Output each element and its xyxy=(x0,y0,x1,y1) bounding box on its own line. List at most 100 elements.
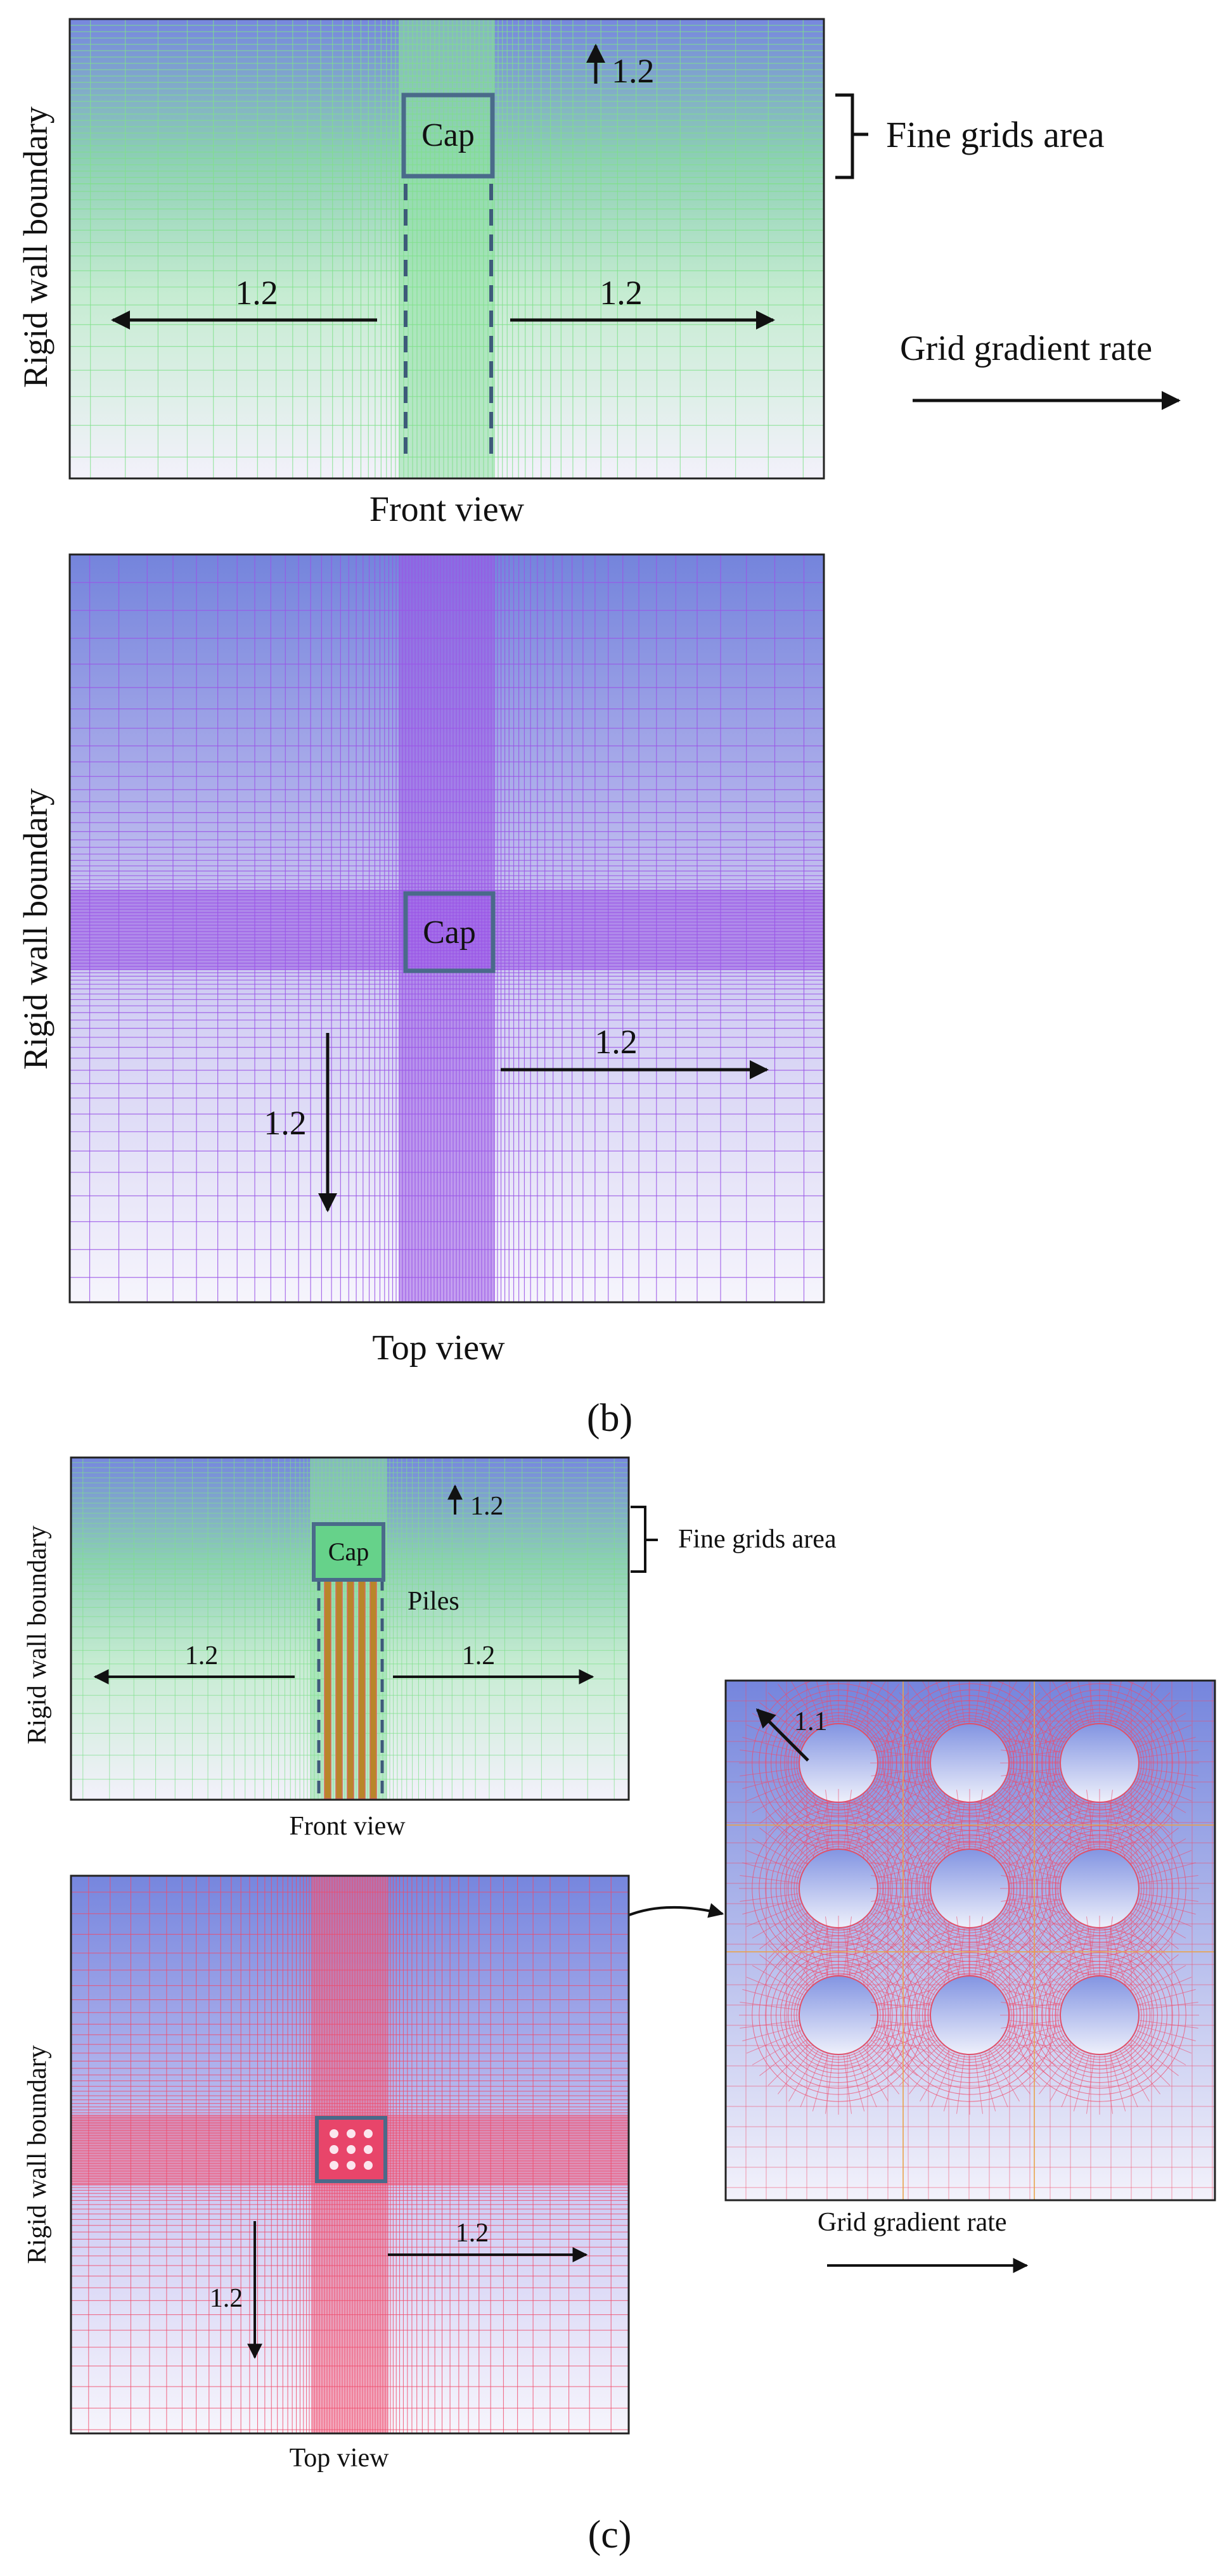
mesh-line xyxy=(883,1838,935,1869)
mesh-line xyxy=(858,1681,887,1728)
mesh-line xyxy=(873,1965,925,1996)
front-view-border xyxy=(68,18,825,480)
mesh-line xyxy=(980,2054,996,2111)
mesh-line xyxy=(883,1783,935,1813)
mesh-line xyxy=(998,2043,1041,2086)
mesh-line xyxy=(1115,1796,1138,1852)
pile-dots xyxy=(330,2129,373,2170)
mesh-line xyxy=(871,2002,930,2011)
mesh-line xyxy=(1140,1750,1198,1759)
mesh-line xyxy=(985,1923,1008,1978)
mesh-line xyxy=(1134,1908,1186,1938)
mesh-line xyxy=(1013,1713,1065,1743)
mesh-line xyxy=(1005,1838,1056,1869)
mesh-line xyxy=(1119,1802,1150,1854)
mesh-line xyxy=(943,1802,960,1859)
mesh-line xyxy=(871,1893,930,1902)
mesh-line xyxy=(877,1778,933,1802)
mesh-line xyxy=(1110,2054,1126,2111)
fine-grids-brace xyxy=(631,1506,658,1573)
mesh-line xyxy=(746,1778,802,1802)
mesh-line xyxy=(759,1828,807,1864)
mesh-line xyxy=(947,1681,960,1724)
mesh-line xyxy=(790,1681,819,1728)
mesh-line xyxy=(1039,1936,1076,1983)
pile-3 xyxy=(347,1579,354,1799)
mesh-line xyxy=(858,1928,889,1980)
mesh-line xyxy=(1050,2050,1080,2102)
c-front-caption: Front view xyxy=(289,1812,406,1841)
mesh-line xyxy=(742,2025,800,2042)
mesh-line xyxy=(1131,1954,1179,1991)
mesh-line xyxy=(812,1792,828,1850)
detail-rate-label: 1.1 xyxy=(794,1707,828,1736)
mesh-line xyxy=(800,1796,823,1852)
mesh-line xyxy=(985,1796,1008,1852)
mesh-line xyxy=(1115,1923,1138,1978)
mesh-line xyxy=(1013,1783,1065,1813)
mesh-line xyxy=(1029,1692,1072,1735)
b-top-side-label: Rigid wall boundary xyxy=(16,788,55,1070)
mesh-line xyxy=(1110,1681,1122,1724)
mesh-line xyxy=(1086,1916,1095,1975)
mesh-line xyxy=(740,1875,799,1884)
mesh-line xyxy=(778,1809,814,1857)
mesh-line xyxy=(863,1920,899,1968)
mesh-line xyxy=(1119,2050,1150,2102)
cap-box xyxy=(401,93,495,179)
mesh-line xyxy=(1010,1893,1069,1902)
mesh-line xyxy=(873,1713,925,1743)
mesh-line xyxy=(1136,1977,1192,2000)
mesh-line xyxy=(759,1787,807,1824)
mesh-line xyxy=(989,1681,1018,1728)
mesh-line xyxy=(974,2055,983,2114)
mesh-line xyxy=(1013,2035,1065,2065)
mesh-line xyxy=(863,1809,899,1857)
mesh-line xyxy=(812,2054,828,2111)
mesh-line xyxy=(985,1800,1008,1855)
mesh-line xyxy=(778,1936,814,1983)
mesh-line xyxy=(1131,1702,1179,1739)
mesh-line xyxy=(985,1681,1005,1726)
mesh-line xyxy=(1050,1802,1080,1854)
pile-2 xyxy=(335,1579,343,1799)
mesh-line xyxy=(778,1684,814,1731)
mesh-line xyxy=(980,1792,996,1850)
pile-dot xyxy=(330,2161,338,2170)
mesh-line xyxy=(958,1681,965,1723)
mesh-line xyxy=(920,1928,950,1980)
mesh-line xyxy=(849,1919,865,1977)
mesh-line xyxy=(759,2039,807,2076)
mesh-line xyxy=(956,1790,965,1849)
mesh-line xyxy=(1127,2043,1171,2086)
panel-c-label: (c) xyxy=(588,2513,632,2556)
mesh-line xyxy=(1039,1684,1076,1731)
mesh-line xyxy=(870,1913,918,1949)
mesh-line xyxy=(1124,2047,1160,2094)
mesh-line xyxy=(1029,1791,1072,1834)
mesh-line xyxy=(873,2025,931,2042)
mesh-line xyxy=(1008,1736,1066,1753)
detail-mesh xyxy=(726,1681,1215,2200)
mesh-line xyxy=(812,1919,828,1977)
mesh-line xyxy=(871,1875,930,1884)
mesh-line xyxy=(1086,1790,1095,1849)
mesh-line xyxy=(1001,1893,1060,1902)
mesh-line xyxy=(740,1767,799,1776)
mesh-line xyxy=(863,1936,899,1983)
mesh-line xyxy=(742,1736,800,1753)
mesh-line xyxy=(752,2035,804,2065)
mesh-line xyxy=(825,1790,834,1849)
mesh-line xyxy=(1119,1681,1148,1728)
mesh-line xyxy=(920,1798,950,1850)
mesh-line xyxy=(1073,1802,1089,1859)
mesh-line xyxy=(849,1792,865,1850)
down-rate-label: 1.2 xyxy=(210,2284,243,2313)
c-front-side-label: Rigid wall boundary xyxy=(23,1525,52,1744)
mesh-line xyxy=(1119,1798,1150,1850)
detail-rate-arrow xyxy=(755,1708,809,1762)
up-rate-label: 1.2 xyxy=(612,52,655,90)
mesh-line xyxy=(1073,1919,1089,1977)
mesh-line xyxy=(843,2055,852,2114)
mesh-line xyxy=(1003,2025,1061,2042)
